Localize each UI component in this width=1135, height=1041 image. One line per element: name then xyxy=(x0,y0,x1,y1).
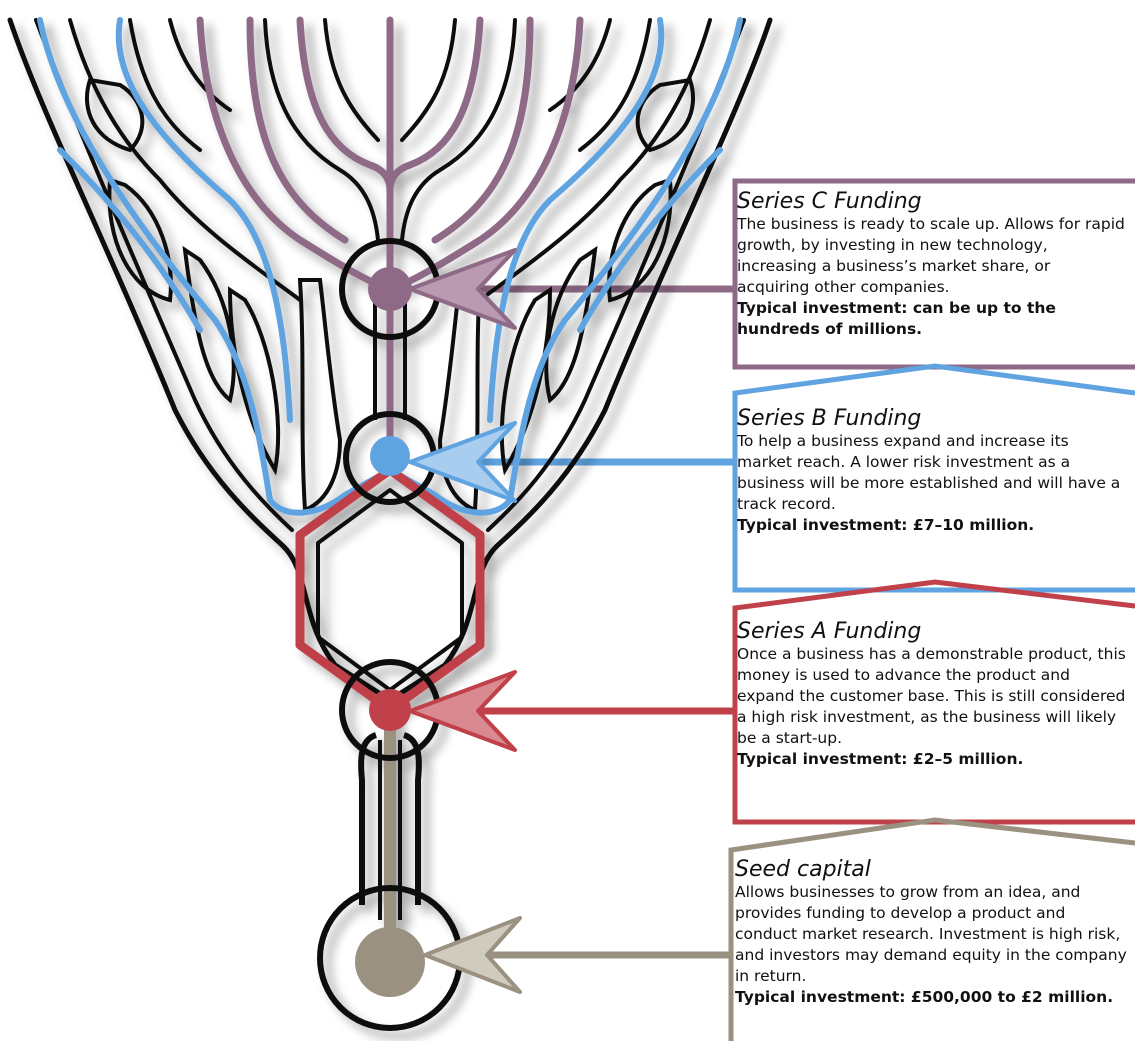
tree xyxy=(10,20,770,1028)
node-series-a xyxy=(369,689,411,731)
panel-series-a: Series A Funding Once a business has a d… xyxy=(737,620,1127,770)
panel-description: To help a business expand and increase i… xyxy=(737,431,1127,515)
node-seed xyxy=(355,927,425,997)
panel-title: Series B Funding xyxy=(737,407,1127,431)
node-series-b xyxy=(370,436,410,476)
panel-title: Series A Funding xyxy=(737,620,1127,644)
panel-series-b: Series B Funding To help a business expa… xyxy=(737,407,1127,536)
panel-investment: Typical investment: £500,000 to £2 milli… xyxy=(735,987,1131,1008)
panel-investment: Typical investment: £2–5 million. xyxy=(737,749,1127,770)
panel-title: Series C Funding xyxy=(737,190,1127,214)
panel-title: Seed capital xyxy=(735,858,1131,882)
panel-description: Allows businesses to grow from an idea, … xyxy=(735,882,1131,987)
panel-description: The business is ready to scale up. Allow… xyxy=(737,214,1127,298)
panel-series-c: Series C Funding The business is ready t… xyxy=(737,190,1127,340)
panel-seed: Seed capital Allows businesses to grow f… xyxy=(735,858,1131,1008)
panel-investment: Typical investment: can be up to the hun… xyxy=(737,298,1127,340)
panel-description: Once a business has a demonstrable produ… xyxy=(737,644,1127,749)
panel-investment: Typical investment: £7–10 million. xyxy=(737,515,1127,536)
node-series-c xyxy=(368,267,412,311)
